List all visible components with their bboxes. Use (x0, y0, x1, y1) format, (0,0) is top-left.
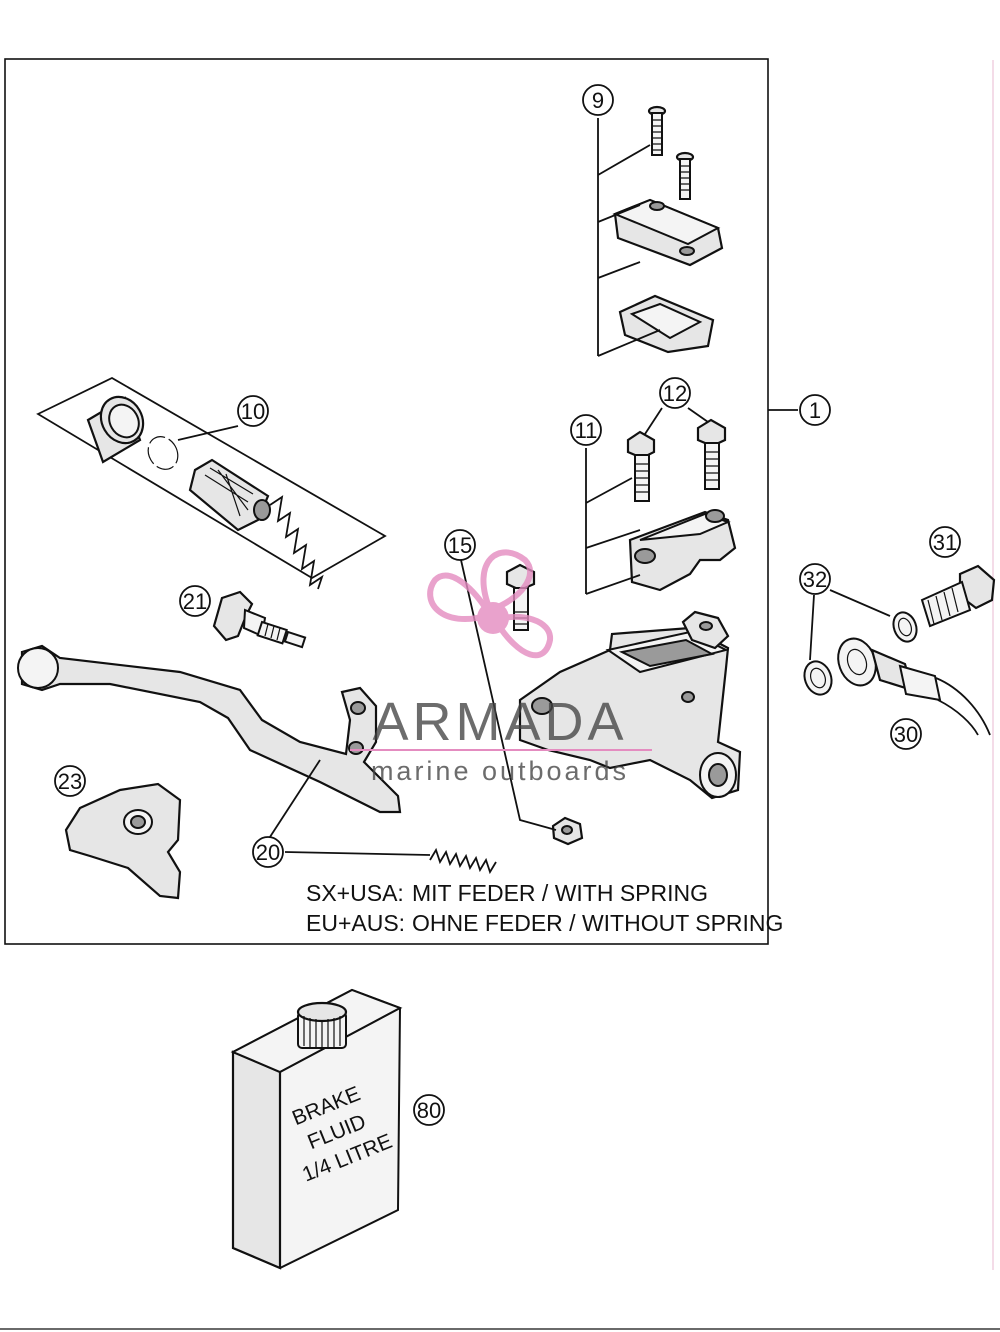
callout-30: 30 (890, 718, 922, 750)
callout-23: 23 (54, 765, 86, 797)
part-12-clamp-bolts (626, 407, 727, 502)
callout-23-label: 23 (58, 769, 82, 794)
callout-80: 80 (413, 1094, 445, 1126)
piston-spring (269, 495, 324, 590)
callout-10-label: 10 (241, 399, 265, 424)
callout-12: 12 (659, 377, 691, 409)
part-32-sealing-washers (803, 589, 918, 696)
watermark-subtitle: marine outboards (371, 756, 629, 786)
pivot-nut (551, 816, 584, 846)
piston-boot (86, 395, 145, 464)
part-23-lever-guard (64, 782, 182, 900)
propeller-logo-icon (427, 549, 553, 659)
callout-12-label: 12 (663, 381, 687, 406)
callout-9: 9 (582, 84, 614, 116)
callout-15-label: 15 (448, 533, 472, 558)
part-80-brake-fluid-can: BRAKE FLUID 1/4 LITRE (230, 988, 403, 1270)
callout-20-label: 20 (256, 840, 280, 865)
callout-1-label: 1 (809, 398, 821, 423)
piston (188, 458, 271, 532)
callout-9-label: 9 (592, 88, 604, 113)
lever-spring (284, 847, 497, 875)
callout-10: 10 (237, 395, 269, 427)
callout-21: 21 (179, 585, 211, 617)
note-2-text: OHNE FEDER / WITHOUT SPRING (412, 910, 783, 936)
callout-30-label: 30 (894, 722, 918, 747)
callout-31-label: 31 (933, 530, 957, 555)
callout-32: 32 (799, 563, 831, 595)
circlip (147, 436, 179, 470)
callout-20: 20 (252, 836, 284, 868)
part-9-reservoir-cover (597, 105, 724, 357)
note-2-region: EU+AUS: (306, 910, 405, 936)
callout-15: 15 (444, 529, 476, 561)
callout-80-label: 80 (417, 1098, 441, 1123)
note-1-text: MIT FEDER / WITH SPRING (412, 880, 708, 906)
callout-11: 11 (570, 414, 602, 446)
part-11-handlebar-clamp (585, 448, 737, 595)
master-cylinder-body (518, 610, 742, 800)
spring-variant-notes: SX+USA: MIT FEDER / WITH SPRING EU+AUS: … (306, 880, 783, 936)
part-21-lever-adjuster (212, 590, 307, 649)
clamp-bolt-1 (626, 430, 656, 502)
note-1-region: SX+USA: (306, 880, 404, 906)
armada-watermark: ARMADA marine outboards (350, 549, 652, 786)
callout-21-label: 21 (183, 589, 207, 614)
part-30-brake-line (837, 637, 991, 736)
callout-31: 31 (929, 526, 961, 558)
clamp-bolt-2 (696, 418, 727, 490)
fluid-can-cap (296, 1001, 348, 1050)
watermark-title: ARMADA (372, 692, 627, 752)
part-10-piston-kit (36, 376, 387, 590)
callout-1: 1 (799, 394, 831, 426)
cover-screw-1 (647, 105, 667, 156)
cover-screw-2 (675, 151, 695, 200)
callout-11-label: 11 (575, 418, 598, 443)
assembly-frame (4, 58, 769, 945)
callout-32-label: 32 (803, 567, 827, 592)
part-20-brake-lever (17, 644, 402, 841)
part-31-banjo-bolt (920, 564, 996, 628)
